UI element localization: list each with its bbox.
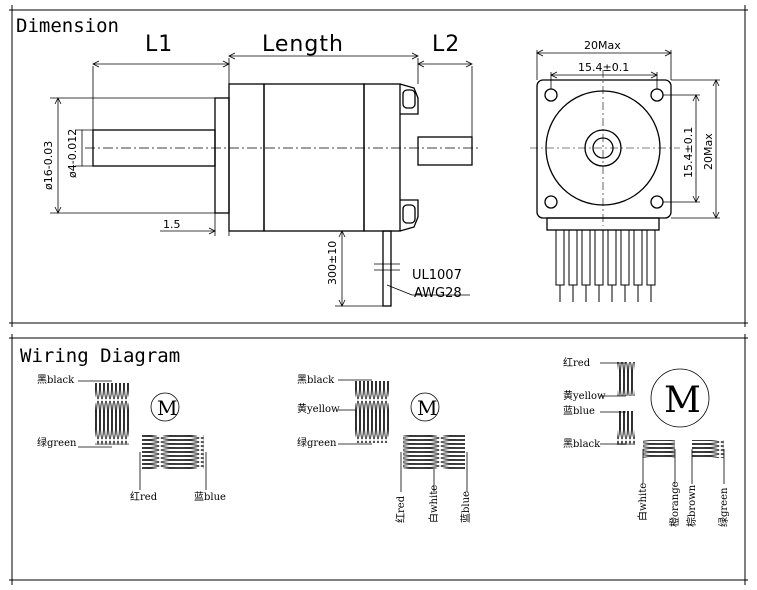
d1-red: 红red (130, 490, 158, 503)
d2-red: 红red (394, 495, 407, 523)
front-centerlines (530, 70, 680, 226)
d3-orange: 橙orange (668, 481, 681, 527)
dimension-title: Dimension (16, 15, 119, 37)
width-max-label: 20Max (584, 39, 621, 52)
wire-type-label: UL1007 (412, 268, 462, 283)
height-max-label: 20Max (702, 133, 715, 170)
coil-3b (617, 411, 635, 445)
d1-green: 绿green (37, 436, 77, 449)
motor-symbol-2: M (417, 396, 437, 420)
coil-3a (617, 362, 635, 396)
lead-length-label: 300±10 (326, 241, 339, 285)
coil-2b (403, 435, 465, 469)
dia4-label: ø4-0.012 (66, 129, 79, 178)
d3-white: 白white (636, 483, 649, 521)
d1-black: 黑black (37, 374, 75, 386)
motor-front-view (536, 79, 672, 231)
l1-label: L1 (145, 32, 173, 57)
wiring-title: Wiring Diagram (20, 345, 180, 367)
d2-white: 白white (427, 485, 440, 523)
d2-black: 黑black (297, 374, 335, 386)
coil-2a (355, 381, 389, 443)
motor-side-view (92, 83, 473, 307)
d3-green: 绿green (717, 487, 730, 527)
side-dimension-lines (50, 52, 473, 307)
d3-red: 红red (563, 356, 591, 369)
coil-1b (142, 435, 204, 469)
d3-brown: 棕brown (685, 484, 698, 527)
d1-blue: 蓝blue (194, 491, 226, 503)
length-label: Length (262, 32, 344, 57)
wiring-diagram-2: M 黑black 黄yellow 绿green 红red 白white 蓝blu… (297, 374, 472, 523)
d2-yellow: 黄yellow (297, 402, 340, 415)
dia16-label: ø16-0.03 (42, 141, 55, 190)
page-frame (9, 5, 748, 585)
wiring-diagram-1: M 黑black 绿green 红red 蓝blue (37, 374, 226, 503)
hole-spacing-v-label: 15.4±0.1 (682, 127, 695, 178)
front-leads (555, 229, 656, 302)
d2-blue: 蓝blue (460, 491, 472, 523)
wire-gauge-label: AWG28 (414, 286, 462, 301)
l2-label: L2 (432, 32, 460, 57)
wiring-diagram-3: M 红red 黄yellow 蓝blue 黑black 白white 橙oran… (563, 356, 730, 527)
d2-green: 绿green (297, 436, 337, 449)
motor-symbol-3: M (664, 380, 701, 421)
front-dimension-lines (536, 49, 720, 219)
coil-1a (95, 383, 129, 445)
coil-3c (643, 440, 675, 458)
d3-yellow: 黄yellow (563, 389, 606, 402)
flange-thickness-label: 1.5 (163, 218, 181, 231)
d3-blue: 蓝blue (563, 405, 595, 417)
coil-3d (692, 440, 724, 458)
hole-spacing-h-label: 15.4±0.1 (578, 61, 629, 74)
d3-black: 黑black (563, 438, 601, 450)
motor-symbol-1: M (157, 396, 177, 420)
